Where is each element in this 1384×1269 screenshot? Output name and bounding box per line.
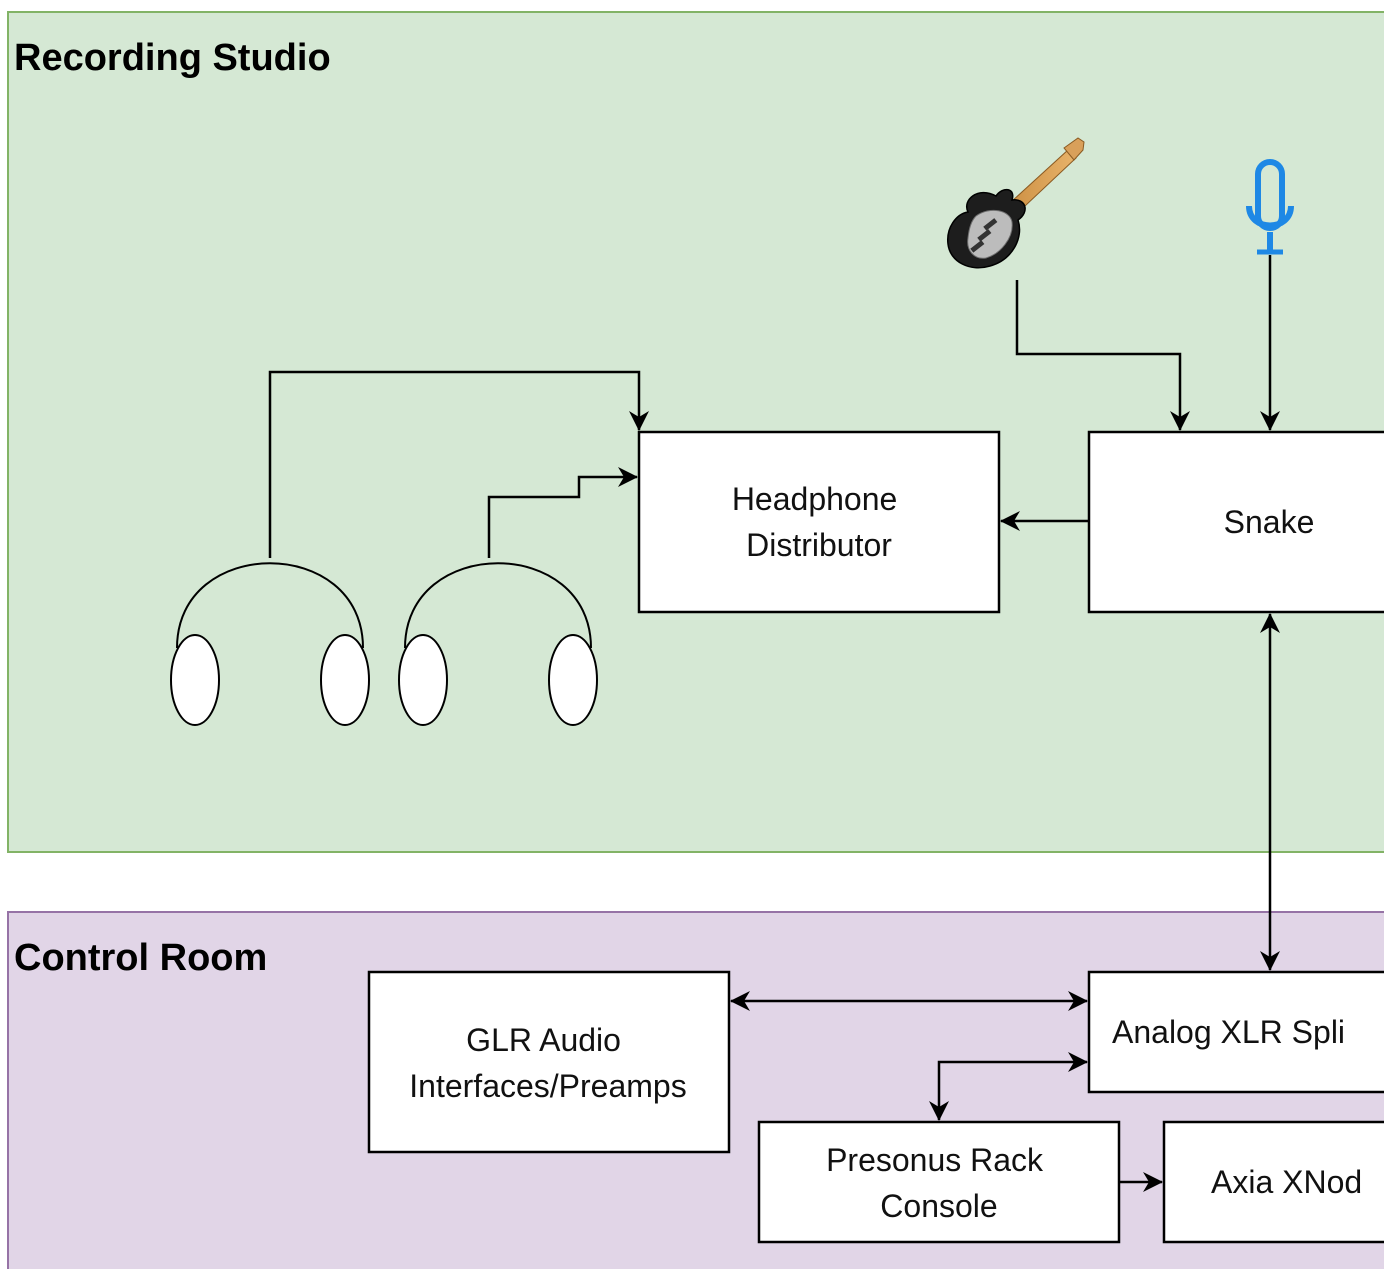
headphones-icon[interactable] <box>170 562 370 726</box>
presonus-label-line2: Console <box>880 1188 997 1224</box>
connectors <box>268 255 1280 1192</box>
glr-audio-label-line2: Interfaces/Preamps <box>409 1068 686 1104</box>
analog-xlr-splitter-node[interactable]: Analog XLR Spli <box>1087 970 1384 1094</box>
microphone-yoke <box>1246 205 1294 229</box>
axia-node[interactable]: Axia XNod <box>1162 1120 1384 1244</box>
connector-headphones-2-to-distributor <box>487 467 638 558</box>
headphone-distributor-label: Headphone Distributor <box>732 481 906 563</box>
glr-audio-label: GLR Audio Interfaces/Preamps <box>409 1022 686 1104</box>
glr-audio-box[interactable] <box>367 970 731 1154</box>
glr-audio-node[interactable]: GLR Audio Interfaces/Preamps <box>367 970 731 1154</box>
connector-presonus-to-splitter <box>929 1052 1088 1121</box>
guitar-bridge <box>970 240 985 253</box>
headphones-left-cup <box>170 634 220 726</box>
headphone-distributor-node[interactable]: Headphone Distributor <box>637 430 1001 614</box>
guitar-headstock <box>1063 137 1085 161</box>
presonus-box[interactable] <box>757 1120 1121 1244</box>
presonus-node[interactable]: Presonus Rack Console <box>757 1120 1121 1244</box>
axia-box[interactable] <box>1162 1120 1384 1244</box>
headphone-distributor-label-line2: Distributor <box>746 527 892 563</box>
microphone-icon[interactable] <box>1246 159 1294 255</box>
headphone-distributor-box[interactable] <box>637 430 1001 614</box>
connector-headphones-1-to-distributor <box>268 370 649 558</box>
headphones-band <box>176 562 364 649</box>
headphone-distributor-label-line1: Headphone <box>732 481 897 517</box>
presonus-label: Presonus Rack Console <box>826 1142 1052 1224</box>
presonus-label-line1: Presonus Rack <box>826 1142 1044 1178</box>
snake-node[interactable]: Snake <box>1087 430 1384 614</box>
axia-label: Axia XNod <box>1211 1164 1362 1200</box>
snake-box[interactable] <box>1087 430 1384 614</box>
analog-xlr-splitter-box[interactable] <box>1087 970 1384 1094</box>
snake-label: Snake <box>1224 504 1315 540</box>
headphones-band <box>404 562 592 649</box>
headphones-right-cup <box>548 634 598 726</box>
headphones-icon[interactable] <box>398 562 598 726</box>
recording-studio-title: Recording Studio <box>14 37 331 79</box>
connector-guitar-to-snake <box>1015 280 1190 431</box>
analog-xlr-splitter-label: Analog XLR Spli <box>1112 1014 1345 1050</box>
headphones-left-cup <box>398 634 448 726</box>
electric-guitar-icon[interactable] <box>947 137 1085 269</box>
glr-audio-label-line1: GLR Audio <box>466 1022 621 1058</box>
guitar-pickup <box>983 218 998 231</box>
control-room-title: Control Room <box>14 937 267 979</box>
headphones-right-cup <box>320 634 370 726</box>
guitar-pickup <box>977 229 992 242</box>
